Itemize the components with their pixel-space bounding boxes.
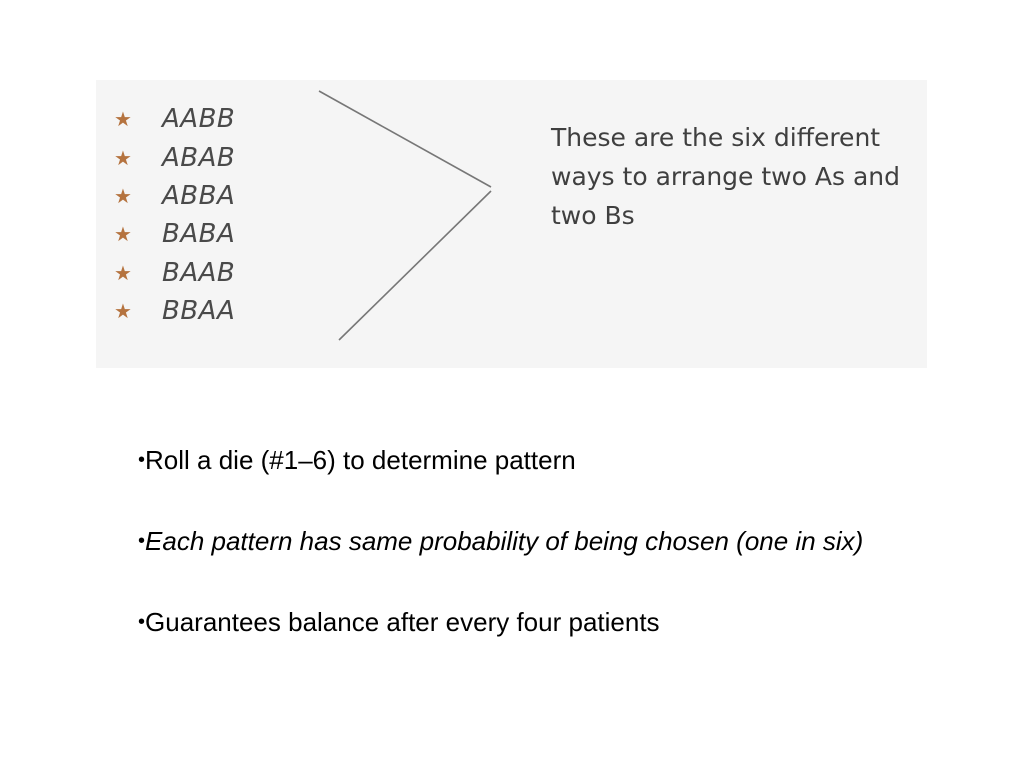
bullet-item: •Guarantees balance after every four pat… — [138, 602, 938, 642]
pattern-item: ★ AABB — [114, 100, 235, 138]
pattern-label: BBAA — [162, 296, 236, 327]
pattern-label: AABB — [162, 104, 236, 135]
star-icon: ★ — [114, 222, 132, 247]
pattern-item: ★ ABBA — [114, 177, 235, 215]
star-icon: ★ — [114, 145, 132, 170]
pattern-list: ★ AABB ★ ABAB ★ ABBA ★ BABA ★ BAAB ★ BBA… — [114, 100, 235, 330]
arrangement-note: These are the six different ways to arra… — [551, 123, 900, 230]
pattern-item: ★ BAAB — [114, 254, 235, 292]
pattern-item: ★ BBAA — [114, 292, 235, 330]
star-icon: ★ — [114, 183, 132, 208]
bracket-upper-line — [318, 90, 492, 188]
bracket-connector — [318, 90, 492, 341]
bullet-text: Roll a die (#1–6) to determine pattern — [145, 445, 576, 475]
pattern-label: BAAB — [162, 257, 236, 288]
bullet-item: •Each pattern has same probability of be… — [138, 521, 938, 561]
pattern-item: ★ ABAB — [114, 138, 235, 176]
star-icon: ★ — [114, 107, 132, 132]
star-icon: ★ — [114, 260, 132, 285]
bullet-marker: • — [138, 530, 146, 552]
bracket-lower-line — [338, 190, 492, 341]
bullet-marker: • — [138, 611, 146, 633]
bullet-text: Guarantees balance after every four pati… — [145, 607, 660, 637]
bullet-marker: • — [138, 449, 146, 471]
bullet-item: •Roll a die (#1–6) to determine pattern — [138, 440, 938, 480]
pattern-item: ★ BABA — [114, 215, 235, 253]
pattern-label: ABBA — [162, 180, 236, 211]
pattern-label: ABAB — [162, 142, 236, 173]
star-icon: ★ — [114, 299, 132, 324]
pattern-label: BABA — [162, 219, 236, 250]
bullet-text: Each pattern has same probability of bei… — [145, 526, 864, 556]
bullet-list: •Roll a die (#1–6) to determine pattern … — [138, 440, 938, 683]
arrangement-figure: ★ AABB ★ ABAB ★ ABBA ★ BABA ★ BAAB ★ BBA… — [96, 80, 927, 368]
